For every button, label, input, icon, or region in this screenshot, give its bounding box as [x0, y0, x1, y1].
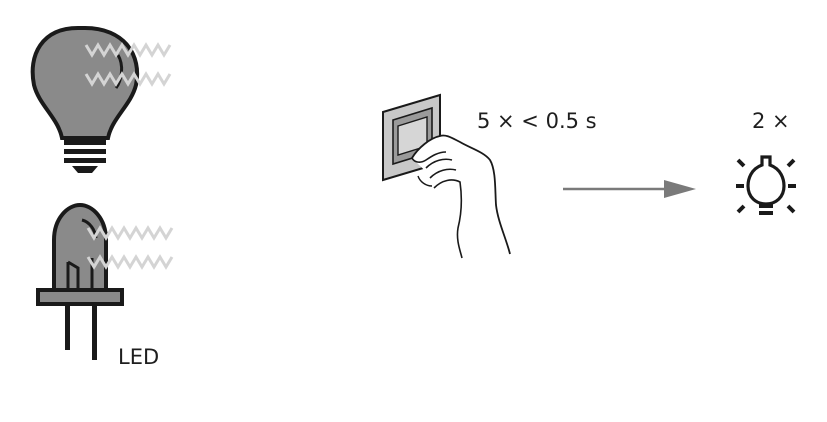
heat-waves-led: [86, 225, 174, 270]
press-instruction: 5 × < 0.5 s: [477, 109, 597, 133]
led-label: LED: [118, 345, 160, 369]
flash-count: 2 ×: [752, 109, 790, 133]
heat-waves-bulb: [84, 42, 172, 87]
